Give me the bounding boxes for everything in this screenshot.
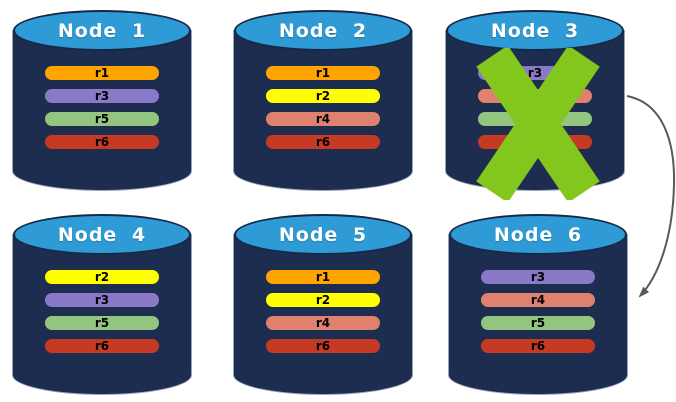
replica-label: r1 bbox=[315, 66, 331, 80]
cylinder-top: Node 4 bbox=[13, 214, 191, 255]
cylinder-body bbox=[233, 30, 413, 191]
replica-bar: r5 bbox=[45, 316, 159, 330]
replica-label: r3 bbox=[527, 66, 543, 80]
replica-label: r3 bbox=[94, 293, 110, 307]
replica-label: r2 bbox=[315, 89, 331, 103]
replica-label: r5 bbox=[94, 112, 110, 126]
replica-bar: r1 bbox=[266, 270, 380, 284]
replica-label: r2 bbox=[315, 293, 331, 307]
cylinder-body bbox=[448, 234, 628, 395]
cylinder-body bbox=[233, 234, 413, 395]
replica-list: r3 r4 r5 r6 bbox=[481, 270, 595, 362]
replica-label: r4 bbox=[527, 89, 543, 103]
replica-label: r4 bbox=[315, 316, 331, 330]
replica-bar: r4 bbox=[481, 293, 595, 307]
node-6: Node 6 r3 r4 r5 r6 bbox=[448, 212, 628, 395]
cylinder-top: Node 3 bbox=[446, 10, 624, 51]
replica-label: r2 bbox=[94, 270, 110, 284]
replica-bar: r1 bbox=[266, 66, 380, 80]
replica-label: r3 bbox=[530, 270, 546, 284]
replica-label: r6 bbox=[315, 135, 331, 149]
replica-label: r5 bbox=[527, 112, 543, 126]
replica-bar: r6 bbox=[481, 339, 595, 353]
node-title: Node 3 bbox=[490, 19, 580, 42]
replica-bar: r4 bbox=[266, 112, 380, 126]
node-5: Node 5 r1 r2 r4 r6 bbox=[233, 212, 413, 395]
replica-label: r6 bbox=[94, 135, 110, 149]
replica-list: r2 r3 r5 r6 bbox=[45, 270, 159, 362]
replica-bar: r6 bbox=[478, 135, 592, 149]
replica-list: r3 r4 r5 r6 bbox=[478, 66, 592, 158]
replica-label: r6 bbox=[94, 339, 110, 353]
replica-bar: r5 bbox=[481, 316, 595, 330]
replica-label: r6 bbox=[315, 339, 331, 353]
replica-label: r6 bbox=[530, 339, 546, 353]
node-title: Node 2 bbox=[278, 19, 368, 42]
node-title: Node 5 bbox=[278, 223, 368, 246]
replica-label: r1 bbox=[94, 66, 110, 80]
replica-label: r1 bbox=[315, 270, 331, 284]
node-title: Node 1 bbox=[57, 19, 147, 42]
replica-label: r6 bbox=[527, 135, 543, 149]
cylinder-body bbox=[12, 234, 192, 395]
replica-bar: r1 bbox=[45, 66, 159, 80]
replica-bar: r6 bbox=[266, 135, 380, 149]
replica-bar: r2 bbox=[45, 270, 159, 284]
cylinder-top: Node 2 bbox=[234, 10, 412, 51]
replica-bar: r4 bbox=[266, 316, 380, 330]
cylinder-top: Node 6 bbox=[449, 214, 627, 255]
replica-bar: r5 bbox=[478, 112, 592, 126]
replica-label: r5 bbox=[530, 316, 546, 330]
replica-list: r1 r3 r5 r6 bbox=[45, 66, 159, 158]
replica-bar: r3 bbox=[45, 89, 159, 103]
node-1: Node 1 r1 r3 r5 r6 bbox=[12, 8, 192, 191]
cylinder-top: Node 5 bbox=[234, 214, 412, 255]
replica-label: r4 bbox=[530, 293, 546, 307]
node-2: Node 2 r1 r2 r4 r6 bbox=[233, 8, 413, 191]
cylinder-body bbox=[12, 30, 192, 191]
replica-bar: r6 bbox=[45, 135, 159, 149]
replica-label: r5 bbox=[94, 316, 110, 330]
replica-bar: r4 bbox=[478, 89, 592, 103]
replica-bar: r3 bbox=[481, 270, 595, 284]
replica-bar: r2 bbox=[266, 89, 380, 103]
replica-label: r4 bbox=[315, 112, 331, 126]
replica-bar: r2 bbox=[266, 293, 380, 307]
node-3: Node 3 r3 r4 r5 r6 bbox=[445, 8, 625, 200]
replica-bar: r3 bbox=[478, 66, 592, 80]
cylinder-top: Node 1 bbox=[13, 10, 191, 51]
replica-bar: r5 bbox=[45, 112, 159, 126]
replica-label: r3 bbox=[94, 89, 110, 103]
replica-bar: r6 bbox=[266, 339, 380, 353]
replica-list: r1 r2 r4 r6 bbox=[266, 270, 380, 362]
node-title: Node 6 bbox=[493, 223, 583, 246]
replica-list: r1 r2 r4 r6 bbox=[266, 66, 380, 158]
node-4: Node 4 r2 r3 r5 r6 bbox=[12, 212, 192, 395]
replica-bar: r3 bbox=[45, 293, 159, 307]
node-title: Node 4 bbox=[57, 223, 147, 246]
replica-bar: r6 bbox=[45, 339, 159, 353]
